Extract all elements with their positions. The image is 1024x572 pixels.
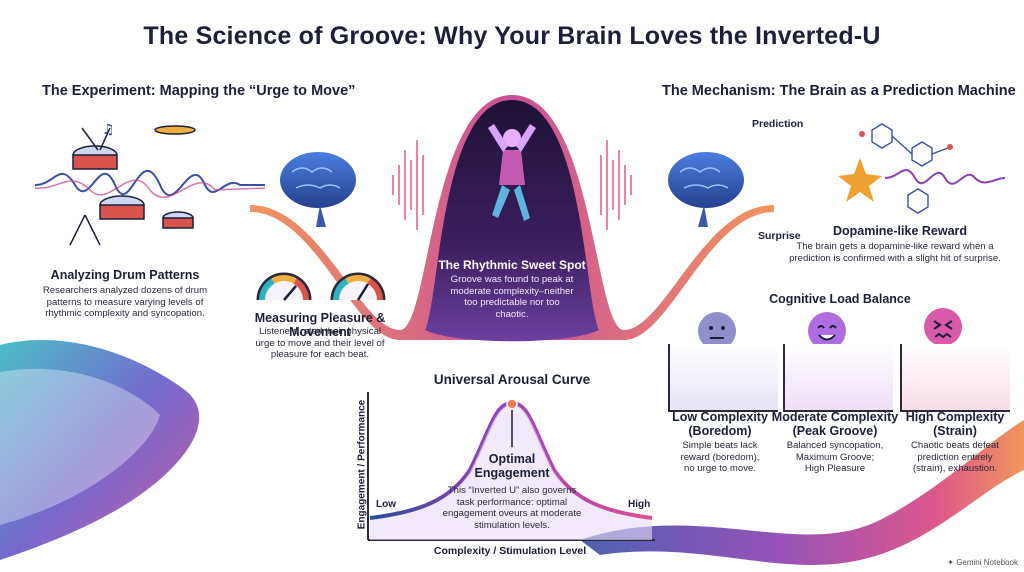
neutral-face-icon bbox=[698, 312, 736, 350]
surprise-label: Surprise bbox=[758, 230, 801, 242]
brain-left-icon bbox=[280, 152, 356, 227]
measure-title: Measuring Pleasure & Movement bbox=[254, 311, 386, 339]
gauge-left-icon bbox=[256, 272, 312, 301]
experiment-heading: The Experiment: Mapping the “Urge to Mov… bbox=[42, 83, 356, 99]
prediction-wave bbox=[884, 169, 1006, 185]
moderate-complexity-text: Balanced syncopation,Maximum Groove;High… bbox=[786, 440, 884, 474]
bottom-ribbon bbox=[580, 420, 1024, 565]
stressed-face-icon bbox=[924, 308, 962, 346]
reward-text: The brain gets a dopamine-like reward wh… bbox=[789, 241, 1001, 264]
arousal-xlabel: Complexity / Stimulation Level bbox=[433, 545, 587, 557]
sparkle-icon: ✦ bbox=[947, 558, 954, 567]
left-swoosh bbox=[0, 340, 200, 560]
reward-title: Dopamine-like Reward bbox=[832, 224, 968, 238]
sweet-spot-title: The Rhythmic Sweet Spot bbox=[438, 258, 586, 272]
high-complexity-panel bbox=[900, 344, 1010, 412]
drum-kit-icon bbox=[69, 125, 196, 246]
arousal-title: Universal Arousal Curve bbox=[433, 372, 591, 387]
page-title: The Science of Groove: Why Your Brain Lo… bbox=[143, 22, 881, 50]
low-complexity-panel bbox=[668, 344, 778, 412]
low-label: Low bbox=[376, 499, 396, 510]
high-label: High bbox=[628, 499, 651, 510]
dancer-figure bbox=[488, 124, 536, 221]
mechanism-heading: The Mechanism: The Brain as a Prediction… bbox=[662, 83, 1016, 99]
happy-face-icon bbox=[808, 312, 846, 350]
arousal-ylabel: Engagement / Performance bbox=[356, 399, 368, 530]
watermark: ✦ Gemini Notebook bbox=[947, 558, 1018, 567]
optimal-point bbox=[506, 398, 518, 410]
molecule-icon bbox=[859, 123, 953, 214]
sound-wave-bars bbox=[392, 140, 632, 230]
star-burst-icon bbox=[838, 158, 882, 202]
low-complexity-title: Low Complexity(Boredom) bbox=[672, 410, 768, 438]
drum-title: Analyzing Drum Patterns bbox=[50, 268, 200, 282]
gauge-right-icon bbox=[330, 272, 386, 301]
cognitive-heading: Cognitive Load Balance bbox=[769, 292, 911, 306]
prediction-label: Prediction bbox=[752, 118, 804, 130]
brain-right-icon bbox=[668, 152, 744, 227]
high-complexity-title: High Complexity(Strain) bbox=[905, 410, 1005, 438]
drum-waveform bbox=[34, 169, 265, 197]
moderate-complexity-title: Moderate Complexity(Peak Groove) bbox=[771, 410, 899, 438]
music-note-icon: ♫ bbox=[102, 122, 115, 138]
moderate-complexity-panel bbox=[783, 344, 893, 412]
